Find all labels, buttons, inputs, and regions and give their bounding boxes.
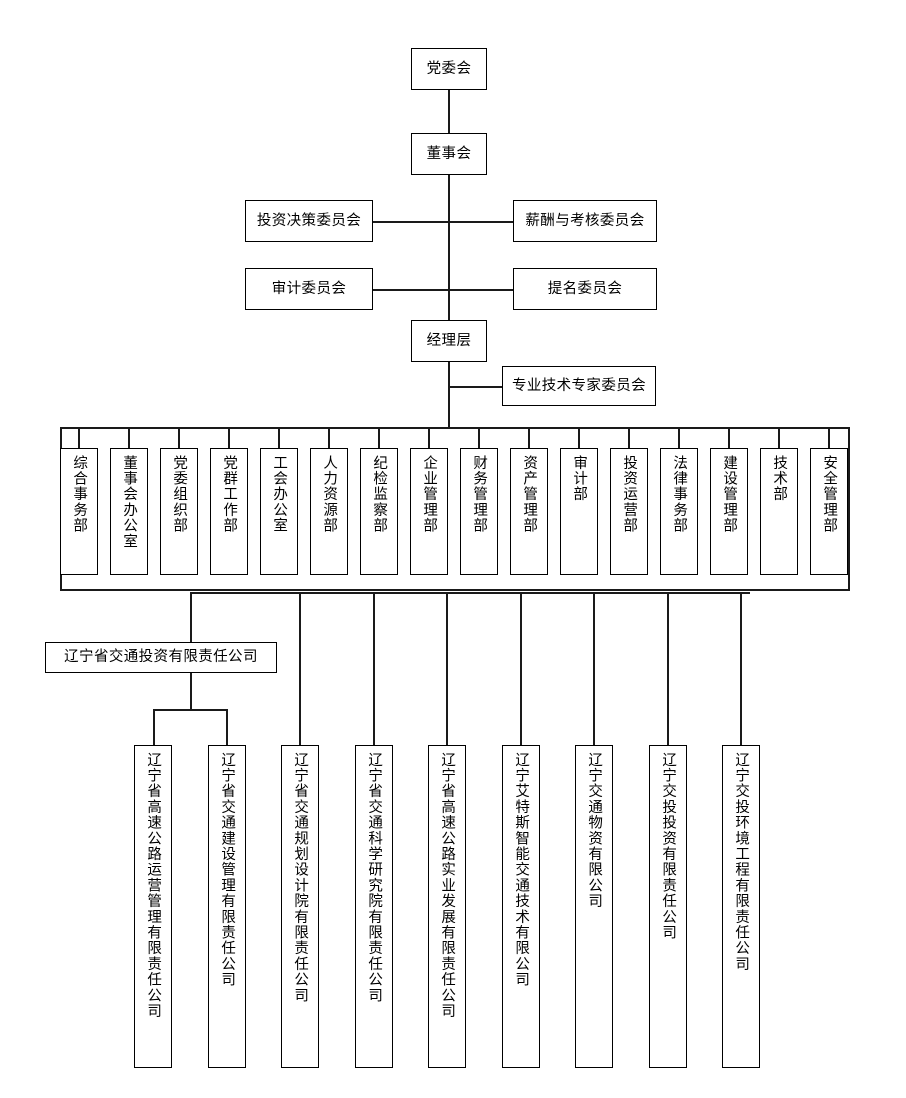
connector-committee-row-2	[373, 289, 513, 291]
node-subsidiary-9[interactable]: 辽宁交投环境工程有限责任公司	[722, 745, 760, 1068]
node-department-14[interactable]: 建设管理部	[710, 448, 748, 575]
connector-subsidiary-4	[373, 592, 375, 745]
node-management[interactable]: 经理层	[411, 320, 487, 362]
node-subsidiary-7[interactable]: 辽宁交通物资有限公司	[575, 745, 613, 1068]
node-subsidiary-3[interactable]: 辽宁省交通规划设计院有限责任公司	[281, 745, 319, 1068]
node-subsidiary-4[interactable]: 辽宁省交通科学研究院有限责任公司	[355, 745, 393, 1068]
department-frame-bottom	[60, 589, 850, 591]
node-subsidiary-8[interactable]: 辽宁交投投资有限责任公司	[649, 745, 687, 1068]
node-board[interactable]: 董事会	[411, 133, 487, 175]
connector-holding-stem	[190, 673, 192, 711]
node-committee-technical-expert[interactable]: 专业技术专家委员会	[502, 366, 656, 406]
node-department-4[interactable]: 党群工作部	[210, 448, 248, 575]
connector-committee-row-1	[373, 221, 513, 223]
node-committee-audit[interactable]: 审计委员会	[245, 268, 373, 310]
node-department-12[interactable]: 投资运营部	[610, 448, 648, 575]
node-department-11[interactable]: 审计部	[560, 448, 598, 575]
connector-expert-committee	[448, 386, 502, 388]
connector-holding-split	[153, 709, 228, 711]
node-department-16[interactable]: 安全管理部	[810, 448, 848, 575]
connector-board-to-management	[448, 175, 450, 321]
connector-department-11	[578, 427, 580, 448]
node-subsidiary-6[interactable]: 辽宁艾特斯智能交通技术有限公司	[502, 745, 540, 1068]
connector-holding-to-sub-2	[226, 709, 228, 745]
node-department-6[interactable]: 人力资源部	[310, 448, 348, 575]
connector-subsidiary-7	[593, 592, 595, 745]
connector-department-16	[828, 427, 830, 448]
node-subsidiary-2[interactable]: 辽宁省交通建设管理有限责任公司	[208, 745, 246, 1068]
node-committee-investment-decision[interactable]: 投资决策委员会	[245, 200, 373, 242]
connector-department-12	[628, 427, 630, 448]
connector-department-5	[278, 427, 280, 448]
connector-department-9	[478, 427, 480, 448]
node-department-7[interactable]: 纪检监察部	[360, 448, 398, 575]
connector-department-15	[778, 427, 780, 448]
node-party-committee[interactable]: 党委会	[411, 48, 487, 90]
connector-party-to-board	[448, 90, 450, 134]
connector-department-2	[128, 427, 130, 448]
node-department-1[interactable]: 综合事务部	[60, 448, 98, 575]
node-holding-company[interactable]: 辽宁省交通投资有限责任公司	[45, 642, 277, 673]
connector-subsidiary-8	[667, 592, 669, 745]
node-committee-nomination[interactable]: 提名委员会	[513, 268, 657, 310]
connector-management-to-bus	[448, 362, 450, 428]
connector-department-6	[328, 427, 330, 448]
connector-department-3	[178, 427, 180, 448]
connector-subsidiary-3	[299, 592, 301, 745]
node-department-3[interactable]: 党委组织部	[160, 448, 198, 575]
node-subsidiary-1[interactable]: 辽宁省高速公路运营管理有限责任公司	[134, 745, 172, 1068]
connector-holding-to-sub-1	[153, 709, 155, 745]
department-bus	[60, 427, 850, 429]
node-department-10[interactable]: 资产管理部	[510, 448, 548, 575]
node-department-9[interactable]: 财务管理部	[460, 448, 498, 575]
connector-department-10	[528, 427, 530, 448]
node-department-13[interactable]: 法律事务部	[660, 448, 698, 575]
node-department-8[interactable]: 企业管理部	[410, 448, 448, 575]
node-subsidiary-5[interactable]: 辽宁省高速公路实业发展有限责任公司	[428, 745, 466, 1068]
node-department-5[interactable]: 工会办公室	[260, 448, 298, 575]
connector-subsidiary-5	[446, 592, 448, 745]
subsidiary-bus	[190, 592, 750, 594]
department-frame-right	[848, 427, 850, 591]
connector-department-13	[678, 427, 680, 448]
node-department-2[interactable]: 董事会办公室	[110, 448, 148, 575]
connector-department-8	[428, 427, 430, 448]
connector-subsidiary-9	[740, 592, 742, 745]
connector-bus-to-holding	[190, 592, 192, 642]
connector-department-14	[728, 427, 730, 448]
node-department-15[interactable]: 技术部	[760, 448, 798, 575]
connector-subsidiary-6	[520, 592, 522, 745]
node-committee-compensation[interactable]: 薪酬与考核委员会	[513, 200, 657, 242]
connector-department-7	[378, 427, 380, 448]
connector-department-1	[78, 427, 80, 448]
connector-department-4	[228, 427, 230, 448]
